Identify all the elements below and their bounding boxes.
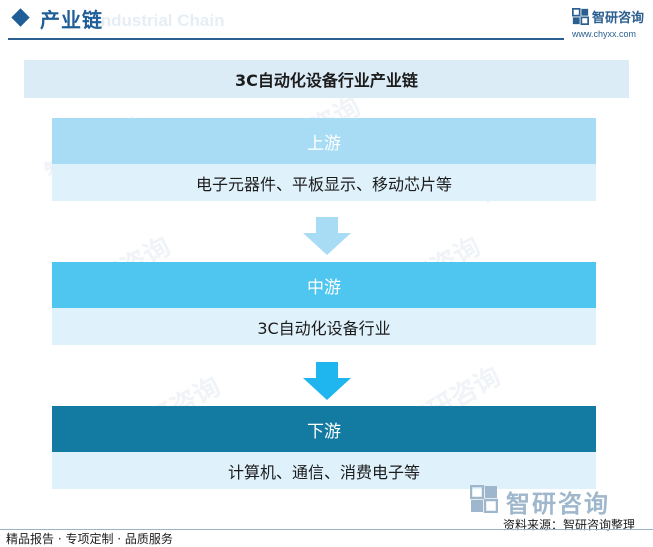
footer-logo: 智研咨询 [470,484,642,518]
stage-content: 电子元器件、平板显示、移动芯片等 [52,164,596,201]
stage-label: 下游 [52,406,596,452]
stage-midstream: 中游 3C自动化设备行业 [52,262,596,345]
stage-upstream: 上游 电子元器件、平板显示、移动芯片等 [52,118,596,201]
stage-content: 计算机、通信、消费电子等 [52,452,596,489]
stage-content: 3C自动化设备行业 [52,308,596,345]
header-divider [8,38,564,40]
source-note: 资料来源：智研咨询整理 [503,518,636,532]
page-title: 产业链 [40,8,103,32]
brand-logo-icon [572,8,589,25]
brand-logo-icon [470,485,498,513]
footer-divider [0,529,653,530]
stage-label: 上游 [52,118,596,164]
brand-url: www.chyxx.com [572,29,637,39]
stage-downstream: 下游 计算机、通信、消费电子等 [52,406,596,489]
header-subtitle-en: Industrial Chain [96,11,225,30]
diagram-title-band: 3C自动化设备行业产业链 [24,60,629,98]
down-arrow-icon [303,217,351,255]
brand: 智研咨询 www.chyxx.com [572,7,652,43]
down-arrow-icon [303,362,351,400]
diamond-bullet-icon [11,8,30,27]
services-tagline: 精品报告 · 专项定制 · 品质服务 [6,532,173,546]
diagram-title: 3C自动化设备行业产业链 [235,71,418,90]
header: Industrial Chain 产业链 智研咨询 www.chyxx.com [0,0,653,40]
footer-logo-text: 智研咨询 [506,490,610,518]
stage-label: 中游 [52,262,596,308]
brand-name: 智研咨询 [592,11,645,26]
